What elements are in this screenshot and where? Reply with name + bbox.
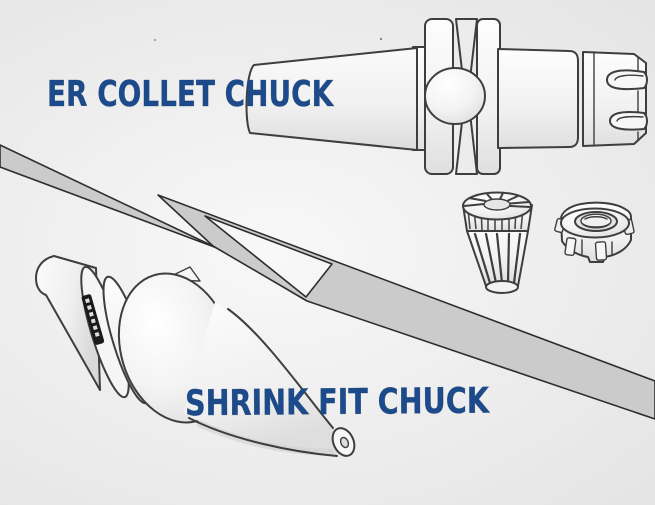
collet-body-slots [473,232,522,285]
wrench-slot-lower [609,111,648,131]
divider-band-right [157,194,655,420]
er-collet-chuck-drawing [153,18,648,294]
shrink-nose-fill [183,302,338,456]
collet-top-bore [483,198,511,211]
shrink-nose-bottom-edge [188,417,338,457]
shrink-fit-chuck-drawing [35,255,356,457]
nut-notch-left [564,237,577,257]
divider-band-left [0,144,218,249]
nut-notch-right [594,241,608,261]
retention-ball [424,67,486,125]
er-collet-chuck-label: ER COLLET CHUCK [47,74,334,116]
taper-shank [245,47,418,151]
nut-thread-arc [584,216,608,220]
lightning-bolt-divider [0,144,655,420]
wrench-slot-upper-lip [614,74,644,81]
nose-tip-bore [339,436,350,449]
brand-label [81,294,105,345]
wrench-slot-upper [606,69,648,91]
shrink-nose-top-edge [227,308,334,429]
dust-speck [153,38,157,42]
nut-thread-arc [582,223,610,228]
cylindrical-body [497,48,579,149]
dust-speck [379,37,383,41]
clamping-nut [554,201,635,263]
shrink-fit-chuck-label: SHRINK FIT CHUCK [185,380,490,425]
collet-top-slots [463,192,531,208]
collet-bottom-face [485,280,519,294]
wrench-slot-lower-lip [616,115,644,122]
er-nut [582,51,648,147]
er-collet [462,191,533,294]
